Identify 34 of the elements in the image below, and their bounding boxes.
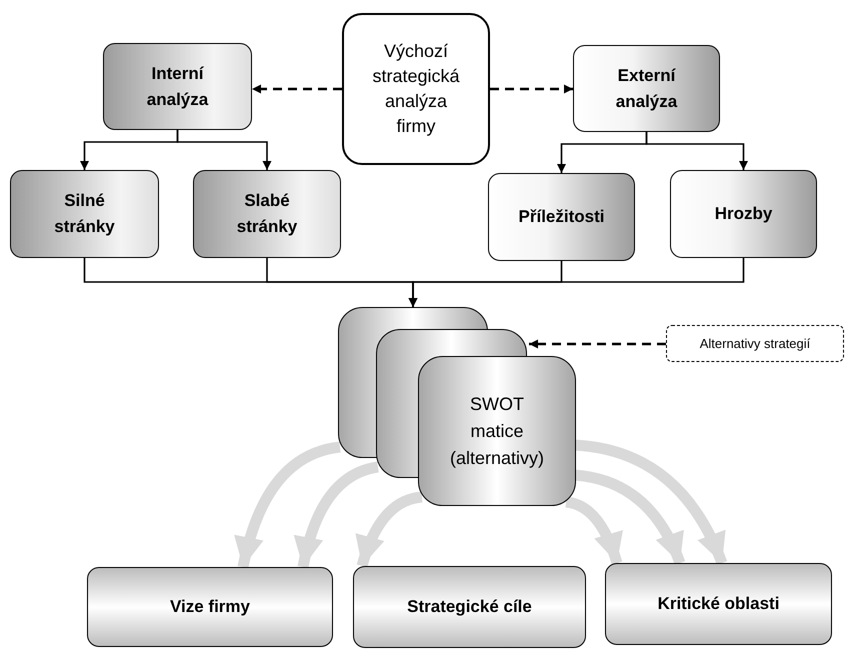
node-label: SWOT matice (alternativy) [450,392,544,470]
curved-arrow [356,492,423,568]
node-label: Výchozí strategická analýza firmy [371,40,461,138]
connector-arrow [529,340,666,348]
process-box [103,43,252,130]
node-label: Strategické cíle [407,596,532,618]
node-label: Kritické oblasti [658,593,780,615]
connector-arrow [646,132,748,170]
outcome-box [353,566,586,648]
node-label: Interní analýza [146,62,208,110]
connector-arrow [490,84,573,94]
outcome-box [605,563,832,645]
process-box [573,45,720,132]
node-label: Slabé stránky [236,190,298,238]
curved-arrow [565,496,622,565]
process-box [488,173,635,261]
outcome-box [87,567,333,647]
stacked-cards [338,307,576,506]
process-box [670,170,817,258]
node-label: Externí analýza [616,64,678,112]
process-box [10,170,159,258]
node-label: Příležitosti [518,206,604,228]
process-box [342,13,490,165]
process-box [193,170,341,258]
curved-arrow [294,462,380,568]
curved-arrow [234,442,341,568]
connector-arrow [176,130,272,170]
node-label: Hrozby [714,203,772,225]
node-label: Alternativy strategií [700,334,810,353]
input-box [666,325,844,362]
connector-arrow [408,258,744,307]
node-label: Vize firmy [170,596,250,618]
connector-arrow [252,84,342,94]
node-label: Silné stránky [54,190,115,238]
